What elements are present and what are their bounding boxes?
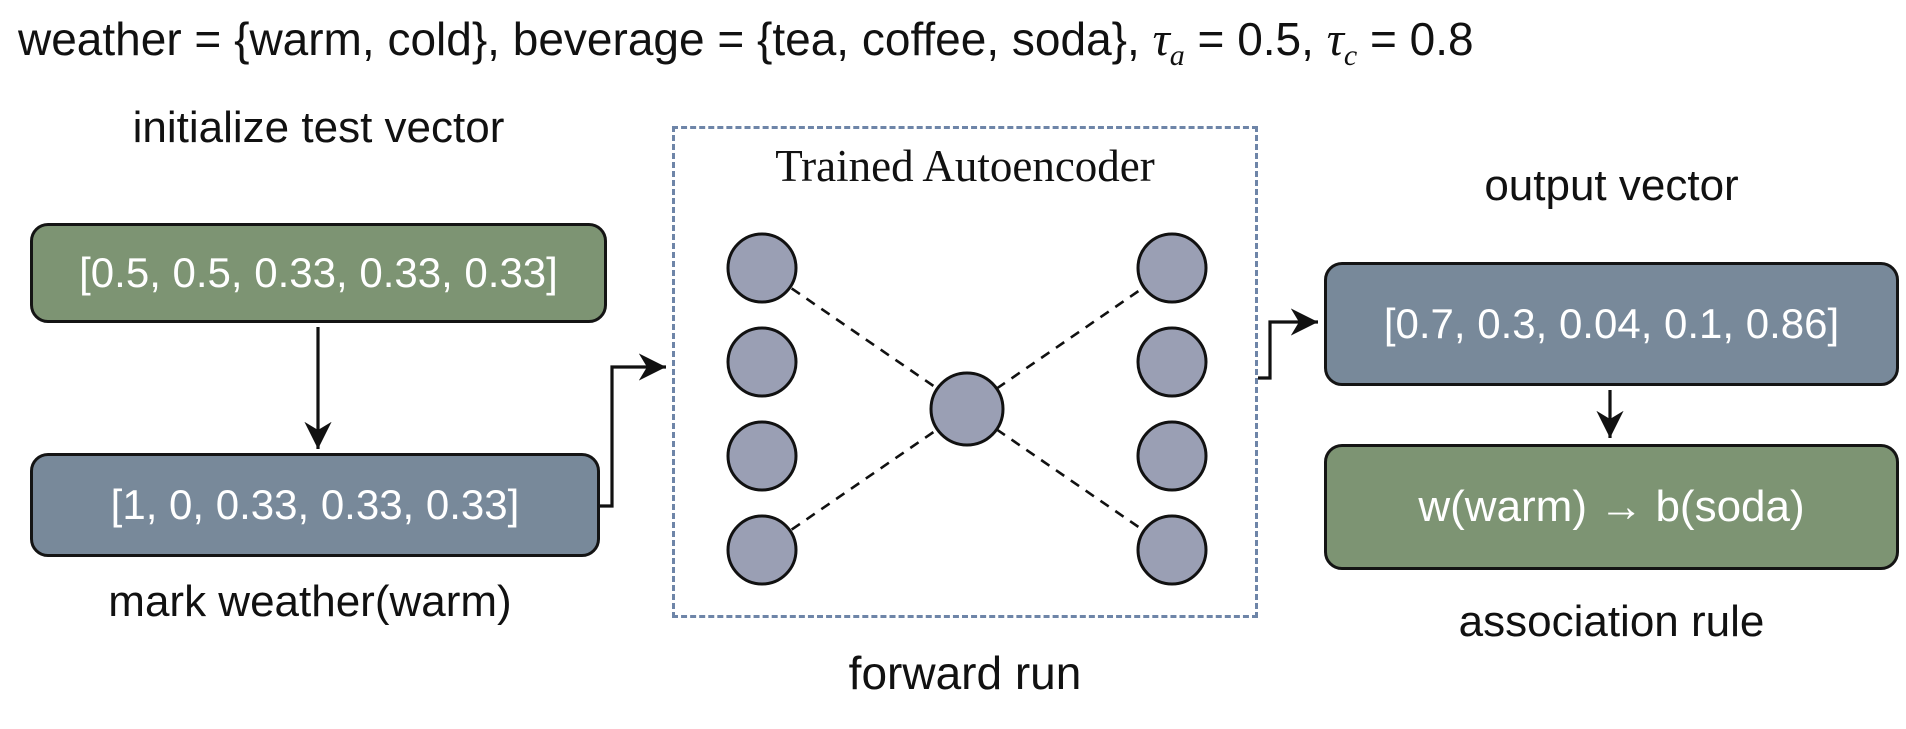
problem-definition: weather = {warm, cold}, beverage = {tea,… xyxy=(18,12,1474,71)
test-vector-value: [0.5, 0.5, 0.33, 0.33, 0.33] xyxy=(79,249,558,296)
marked-vector-box: [1, 0, 0.33, 0.33, 0.33] xyxy=(30,453,600,557)
tau-c-value: = 0.8 xyxy=(1357,13,1474,65)
test-vector-box: [0.5, 0.5, 0.33, 0.33, 0.33] xyxy=(30,223,607,323)
initialize-test-vector-label: initialize test vector xyxy=(132,103,505,152)
tau-c-subscript: c xyxy=(1343,39,1358,72)
association-rule-value: w(warm) → b(soda) xyxy=(1418,482,1805,531)
autoencoder-title: Trained Autoencoder xyxy=(775,141,1155,191)
marked-vector-value: [1, 0, 0.33, 0.33, 0.33] xyxy=(110,481,520,528)
output-vector-label: output vector xyxy=(1484,161,1739,210)
output-vector-value: [0.7, 0.3, 0.04, 0.1, 0.86] xyxy=(1383,300,1840,347)
association-rule-label: association rule xyxy=(1458,597,1765,646)
connector-marked-to-autoencoder-icon xyxy=(600,353,666,508)
tau-a-symbol: τ xyxy=(1152,13,1170,66)
association-rule-box: w(warm) → b(soda) xyxy=(1324,444,1899,570)
forward-run-label: forward run xyxy=(848,647,1082,699)
output-vector-box: [0.7, 0.3, 0.04, 0.1, 0.86] xyxy=(1324,262,1899,386)
formula-sets: weather = {warm, cold}, beverage = {tea,… xyxy=(18,13,1153,65)
connector-autoencoder-to-output-icon xyxy=(1258,308,1318,380)
tau-a-subscript: a xyxy=(1169,39,1185,72)
tau-c-symbol: τ xyxy=(1326,13,1344,66)
mark-weather-label: mark weather(warm) xyxy=(108,577,512,626)
tau-a-value: = 0.5, xyxy=(1184,13,1327,65)
autoencoder-panel xyxy=(672,126,1258,618)
